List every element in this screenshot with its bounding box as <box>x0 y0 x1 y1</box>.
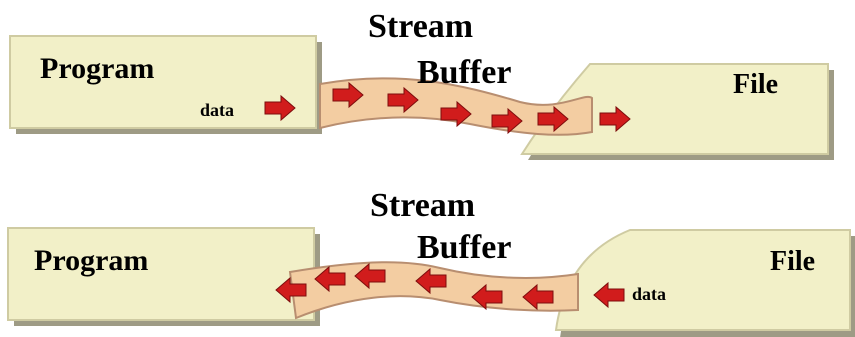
program-label: Program <box>34 244 148 277</box>
panel-read: Program data File Stream Buffer <box>8 187 855 337</box>
buffer-title: Buffer <box>417 54 511 91</box>
program-box-top <box>10 36 322 134</box>
file-label: File <box>733 69 778 100</box>
panel-write: Program data File Stream Buffer <box>10 8 834 160</box>
stream-title: Stream <box>370 187 475 224</box>
buffer-title: Buffer <box>417 229 511 266</box>
data-label: data <box>200 100 234 120</box>
program-label: Program <box>40 52 154 85</box>
program-box-bottom <box>8 228 320 326</box>
data-label: data <box>632 284 666 304</box>
stream-title: Stream <box>368 8 473 45</box>
file-label: File <box>770 246 815 277</box>
